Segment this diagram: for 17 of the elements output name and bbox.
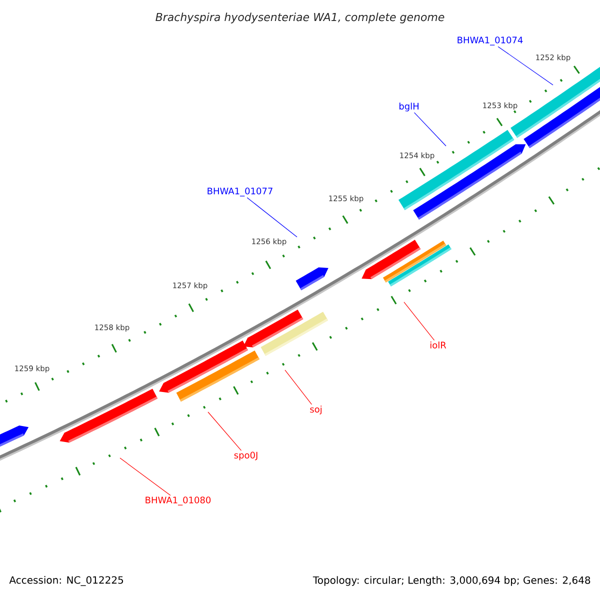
gene-label: bglH [399,102,418,112]
leader-line [284,370,312,405]
gene-label: soj [310,406,322,414]
leader-line [414,112,446,146]
gene-label: BHWA1_01077 [208,188,272,196]
genome-info-text: Topology: circular; Length: 3,000,694 bp; Genes: 2,648 [312,576,590,586]
leader-line [404,302,435,341]
gene-label: BHWA1_01074 [458,36,523,46]
accession-text: Accession: NC_012225 [9,576,124,586]
leader-line [246,197,298,238]
leader-line [208,412,242,451]
title: Brachyspira hyodysenteriae WA1, complete genome [156,12,444,24]
gene-label: iolR [430,342,446,348]
leader-line [498,46,554,86]
gene-label: spo0J [234,452,258,460]
gene-label: BHWA1_01080 [146,496,211,506]
leader-line [120,458,171,496]
